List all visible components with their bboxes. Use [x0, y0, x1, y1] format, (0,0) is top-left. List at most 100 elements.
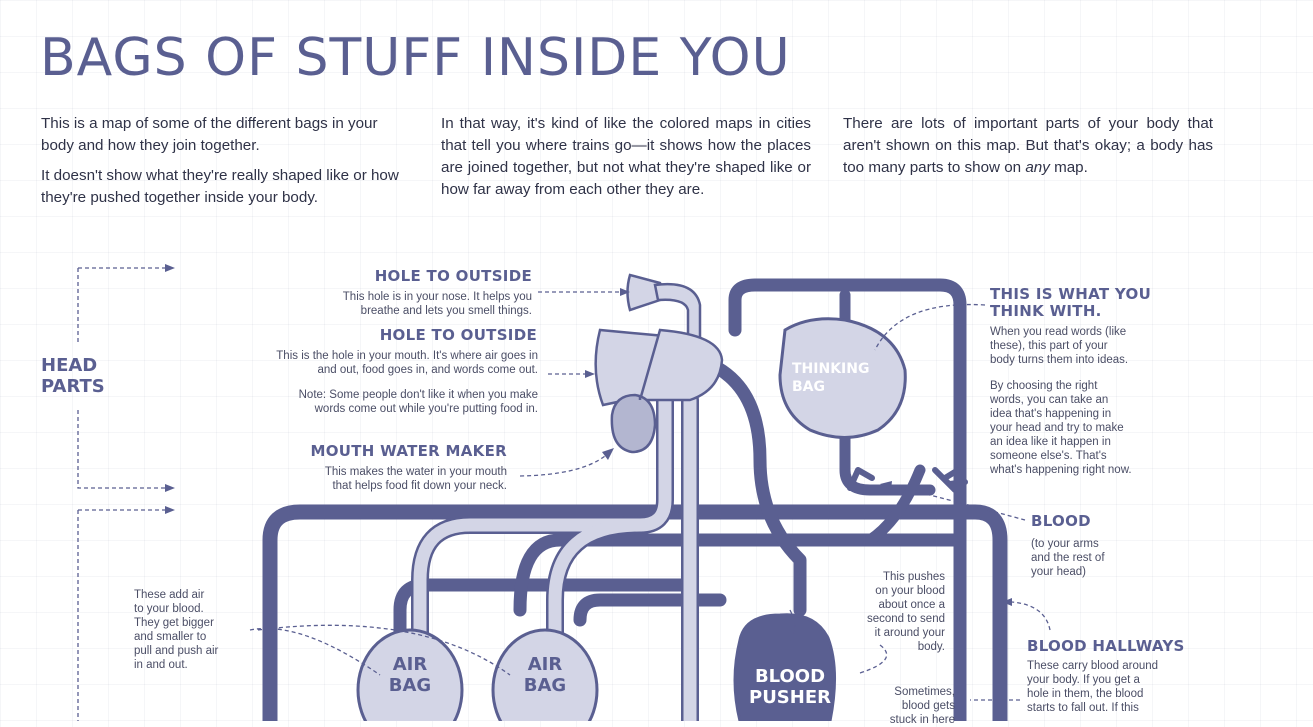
mouth-water-label: MOUTH WATER MAKER: [310, 442, 507, 460]
bag-label-line: AIR: [527, 654, 563, 675]
intro-column-2: In that way, it's kind of like the color…: [441, 113, 811, 209]
text-line: Note: Some people don't like it when you…: [298, 389, 538, 401]
nose-text: This hole is in your nose. It helps you …: [230, 290, 532, 318]
text-line: in and out.: [134, 659, 188, 671]
arrow-head-1: [165, 264, 175, 272]
intro-column-3: There are lots of important parts of you…: [843, 113, 1213, 187]
text-line: and the rest of: [1031, 552, 1105, 564]
text-line: what's happening right now.: [990, 464, 1132, 476]
text-line: This hole is in your nose. It helps you: [342, 291, 532, 303]
blood-hallway-outer: [262, 504, 1008, 721]
text-line: (to your arms: [1031, 538, 1099, 550]
bracket-head-bottom: [77, 410, 165, 489]
blood-pusher: [733, 613, 836, 721]
mouth-note: Note: Some people don't like it when you…: [170, 388, 538, 416]
air-bag-2-label: AIR BAG: [505, 654, 585, 696]
heart-pipe-2: [864, 464, 926, 546]
intro-column-1: This is a map of some of the different b…: [41, 113, 411, 217]
page-title: BAGS OF STUFF INSIDE YOU: [40, 28, 791, 88]
text-line: This makes the water in your mouth: [324, 466, 507, 478]
arrow-hallways: [1002, 598, 1012, 606]
text-line: on your blood: [875, 585, 945, 597]
text-line: these), this part of your: [990, 340, 1108, 352]
blood-hallway-lower: [573, 593, 727, 627]
bag-label-line: BAG: [388, 675, 432, 696]
blood-label: BLOOD: [1031, 512, 1091, 530]
mouth-text: This is the hole in your mouth. It's whe…: [150, 349, 538, 377]
text-line: someone else's. That's: [990, 450, 1107, 462]
air-bag-2: [491, 628, 599, 721]
label-line: THIS IS WHAT YOU: [990, 285, 1152, 303]
text-line: blood gets: [901, 700, 955, 712]
head-parts-line: PARTS: [41, 376, 105, 397]
leader-air: [249, 624, 511, 676]
bracket-body: [77, 509, 165, 721]
blood-pusher-label: BLOOD PUSHER: [735, 666, 845, 708]
mouth-body: [638, 328, 724, 402]
text-line: This is the hole in your mouth. It's whe…: [276, 350, 538, 362]
think-text-2: By choosing the right words, you can tak…: [990, 379, 1200, 477]
intro-paragraph: This is a map of some of the different b…: [41, 115, 378, 154]
leader-think: [874, 303, 986, 351]
text-line: second to send: [866, 613, 945, 625]
blood-hallways-label: BLOOD HALLWAYS: [1027, 637, 1185, 655]
air-bag-1-label: AIR BAG: [370, 654, 450, 696]
air-bag-text: These add air to your blood. They get bi…: [134, 588, 264, 672]
head-parts-label: HEAD PARTS: [41, 355, 105, 397]
mouth-water-text: This makes the water in your mouth that …: [220, 465, 507, 493]
bag-label-line: BAG: [792, 379, 825, 395]
leader-hallways: [1011, 601, 1051, 631]
intro-paragraph: It doesn't show what they're really shap…: [41, 167, 399, 206]
leader-blood: [889, 484, 1026, 521]
text-line: hole in them, the blood: [1027, 688, 1144, 700]
arrow-head-2: [165, 484, 175, 492]
text-line: When you read words (like: [990, 326, 1127, 338]
text-line: stuck in here: [889, 714, 955, 726]
text-line: These carry blood around: [1027, 660, 1159, 672]
text-line: and smaller to: [134, 631, 207, 643]
bracket-head-top: [77, 267, 165, 345]
thinking-bag-label: THINKING BAG: [792, 360, 892, 396]
blood-text: (to your arms and the rest of your head): [1031, 537, 1191, 579]
text-line: words, you can take an: [990, 394, 1109, 406]
text-line: Sometimes,: [894, 686, 955, 698]
text-line: an idea like it happen in: [990, 436, 1111, 448]
text-line: about once a: [878, 599, 945, 611]
bag-label-line: PUSHER: [749, 687, 831, 708]
mouth-water-maker: [610, 393, 657, 454]
leader-water: [519, 455, 606, 477]
blood-hallway-middle: [513, 533, 967, 617]
blood-hallways-text: These carry blood around your body. If y…: [1027, 659, 1247, 715]
text-line: your head and try to make: [990, 422, 1124, 434]
bag-label-line: BLOOD: [754, 666, 826, 687]
text-line: breathe and lets you smell things.: [360, 305, 532, 317]
text-line: pull and push air: [134, 645, 219, 657]
blood-pusher-text: This pushes on your blood about once a s…: [820, 570, 945, 654]
think-label: THIS IS WHAT YOU THINK WITH.: [990, 286, 1190, 320]
text-line: it around your: [874, 627, 945, 639]
text-line: They get bigger: [134, 617, 214, 629]
text-line: to your blood.: [134, 603, 204, 615]
air-tube: [413, 393, 672, 647]
arrow-body: [165, 506, 175, 514]
air-tube2: [548, 518, 647, 647]
branch-head: [847, 467, 875, 491]
branch-arm: [932, 467, 968, 493]
bag-label-line: AIR: [392, 654, 428, 675]
bag-label-line: THINKING: [792, 361, 870, 377]
label-line: THINK WITH.: [990, 302, 1102, 320]
text-line: This pushes: [882, 571, 945, 583]
text-line: words come out while you're putting food…: [314, 403, 538, 415]
mouth-label: HOLE TO OUTSIDE: [379, 326, 537, 344]
arrow-blood: [880, 481, 892, 490]
blood-hallway-top: [728, 278, 967, 721]
text-line: that helps food fit down your neck.: [332, 480, 507, 492]
arrow-mouth: [585, 370, 595, 378]
emphasis: any: [1025, 159, 1050, 176]
text-line: your body. If you get a: [1027, 674, 1140, 686]
intro-paragraph: In that way, it's kind of like the color…: [441, 115, 811, 198]
leader-pusher: [789, 609, 888, 674]
arrow-nose: [620, 288, 630, 296]
text-line: These add air: [134, 589, 205, 601]
